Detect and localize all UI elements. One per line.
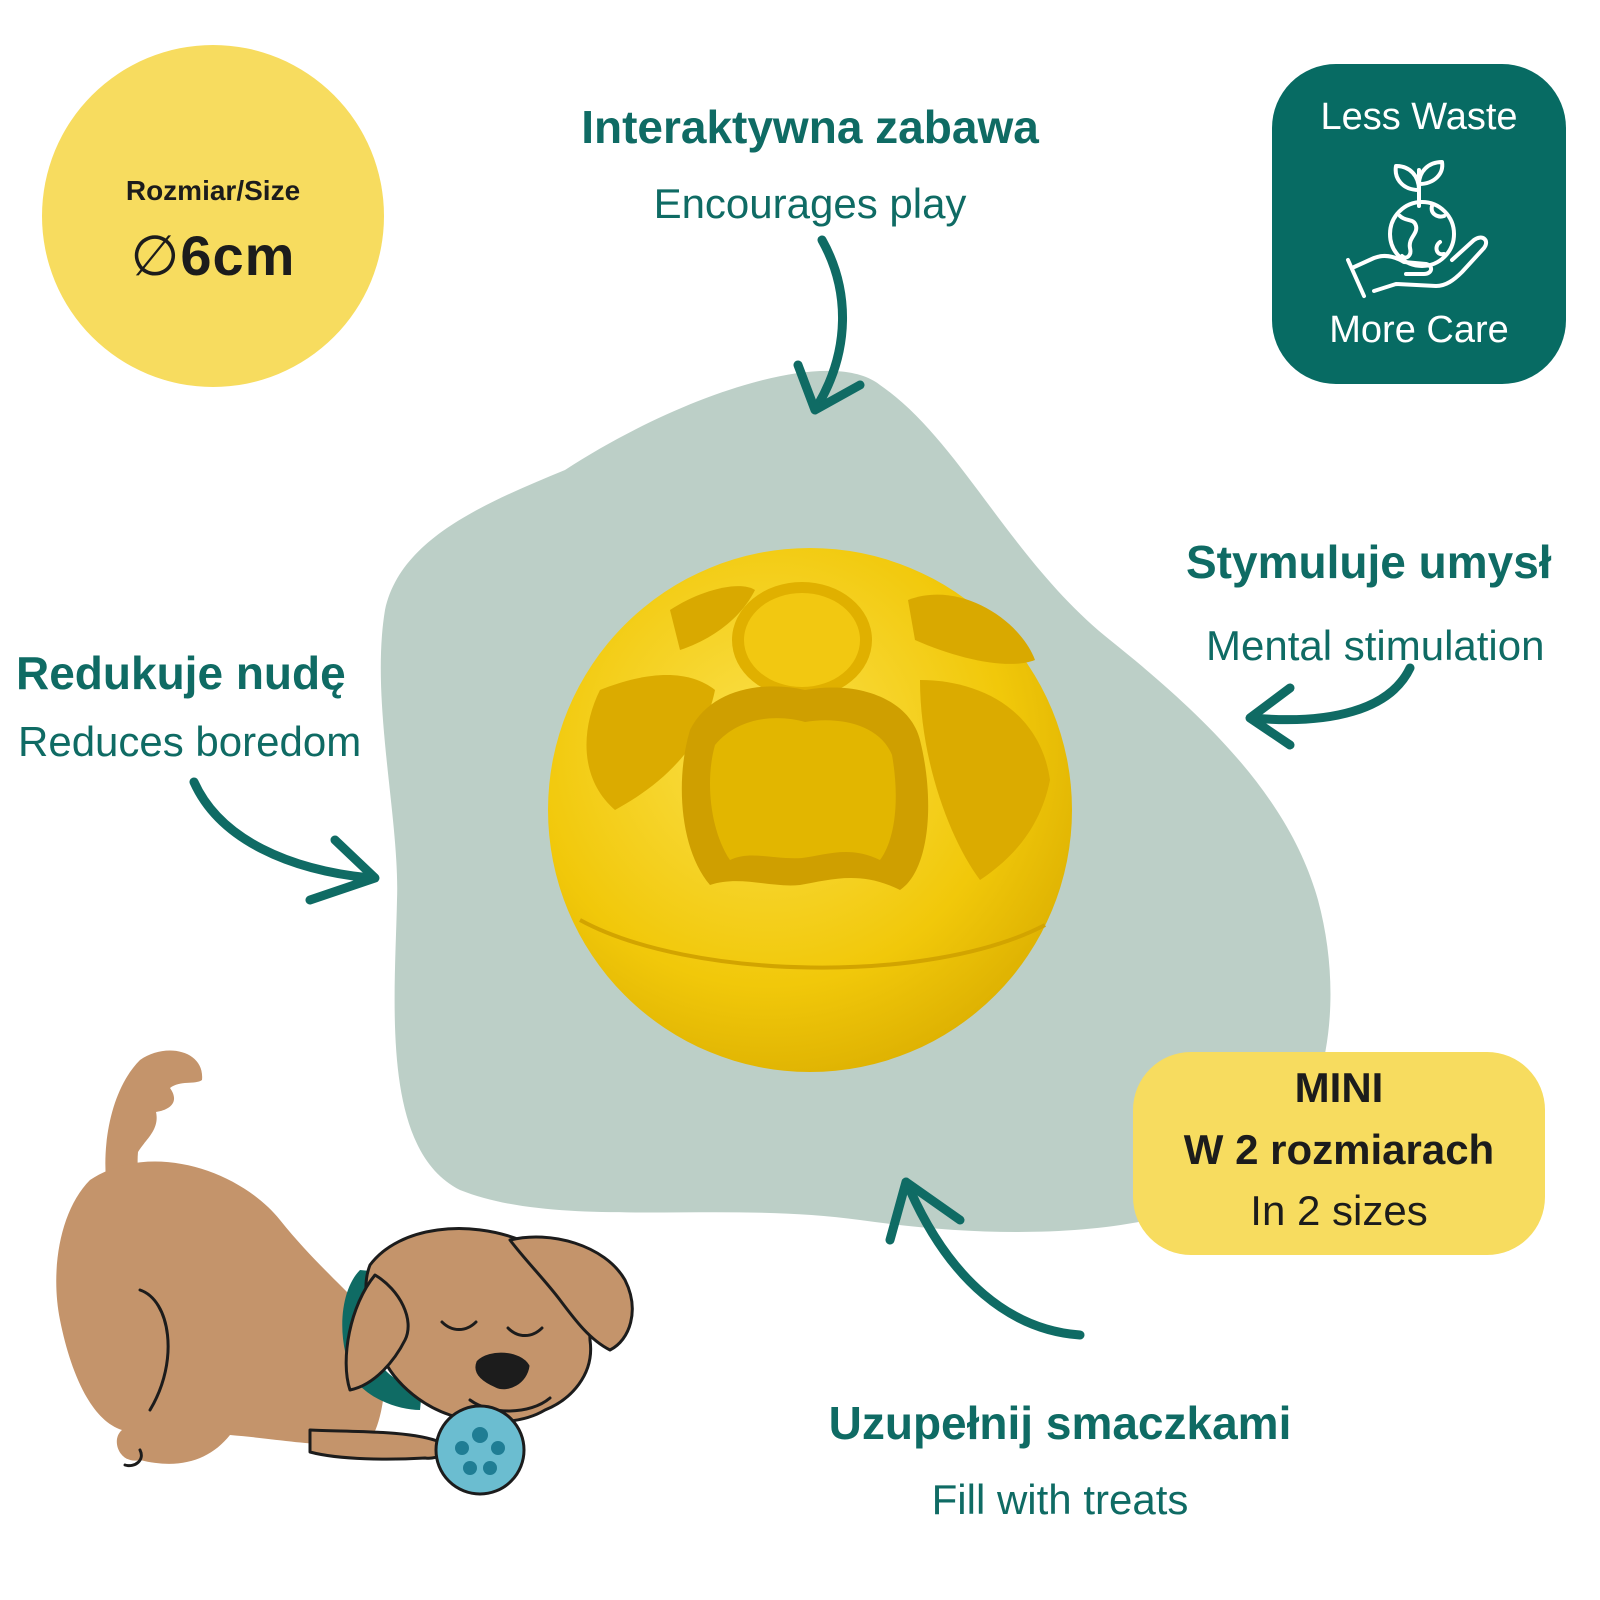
eco-badge-top-text: Less Waste [1320, 96, 1518, 138]
feature-treats-subtitle: Fill with treats [931, 1476, 1189, 1523]
feature-boredom-title: Redukuje nudę [16, 647, 346, 699]
feature-boredom-subtitle: Reduces boredom [18, 718, 362, 765]
mini-sizes-badge: MINI W 2 rozmiarach In 2 sizes [1133, 1052, 1545, 1255]
feature-treats-title: Uzupełnij smaczkami [828, 1397, 1292, 1449]
feature-play-subtitle: Encourages play [653, 180, 967, 227]
size-badge: Rozmiar/Size ∅6cm [42, 45, 384, 387]
plant-globe-hand-icon [1346, 160, 1489, 298]
treat-ball-image [548, 548, 1072, 1072]
eco-badge: Less Waste More Care [1272, 64, 1566, 384]
diameter-symbol: ∅ [130, 224, 181, 287]
feature-mind-title: Stymuluje umysł [1186, 536, 1552, 588]
eco-badge-bottom-text: More Care [1329, 309, 1509, 351]
puppy-with-ball-illustration [56, 1050, 634, 1496]
arrow-reduces-boredom [189, 777, 380, 905]
feature-mind-subtitle: Mental stimulation [1206, 622, 1545, 669]
mini-sizes-polish: W 2 rozmiarach [1183, 1126, 1495, 1173]
size-number: 6cm [180, 224, 296, 287]
arrow-mental-stimulation [1245, 663, 1415, 750]
arrow-fill-with-treats [885, 1177, 1085, 1340]
size-value: ∅6cm [42, 223, 384, 289]
mini-label: MINI [1294, 1064, 1384, 1111]
size-label: Rozmiar/Size [125, 175, 301, 206]
mini-sizes-english: In 2 sizes [1250, 1187, 1428, 1234]
feature-play-title: Interaktywna zabawa [581, 101, 1039, 153]
arrow-encourages-play [793, 235, 865, 415]
